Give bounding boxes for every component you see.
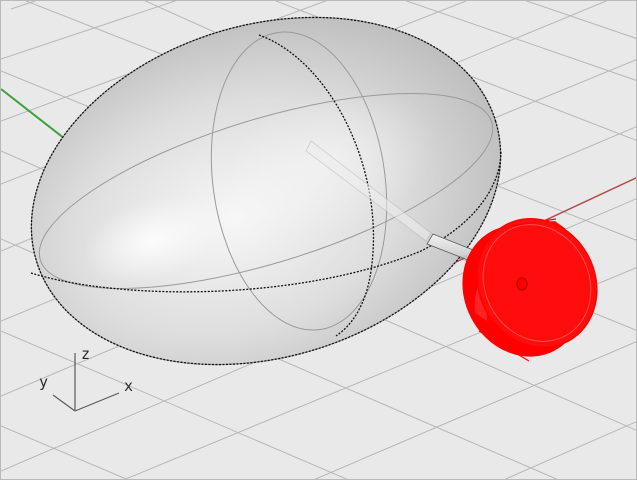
grid-line <box>525 1 636 39</box>
ellipsoid-isocurve <box>30 150 502 293</box>
axes-widget-x-label: x <box>124 377 134 395</box>
axes-widget-y-label: y <box>39 373 49 391</box>
disc-hole <box>516 277 528 291</box>
grid-line <box>1 425 128 479</box>
axes-widget-y-line <box>52 394 76 412</box>
grid-line <box>504 421 636 479</box>
grid-line <box>1 330 348 479</box>
ellipsoid-highlight <box>83 197 219 285</box>
ellipsoid-silhouette <box>30 16 502 366</box>
ellipsoid-back-isocurve <box>38 93 494 289</box>
grid-line <box>405 1 636 81</box>
axes-widget-z-label: z <box>81 345 91 363</box>
axes-widget-x-line <box>74 392 120 412</box>
disc-selection-edge <box>510 218 557 227</box>
disc-selection-edge <box>478 330 530 362</box>
grid-line <box>10 1 37 10</box>
disc-front-face <box>476 217 598 349</box>
grid-line <box>314 341 636 479</box>
disc-front-rim <box>482 224 592 342</box>
ellipsoid-back-isocurve <box>210 31 388 331</box>
ellipsoid-isocurve <box>258 34 375 337</box>
rod-inner-ghost <box>305 140 432 242</box>
disc-object[interactable] <box>440 197 619 377</box>
grid-line <box>1 1 177 60</box>
axes-widget <box>52 353 120 412</box>
